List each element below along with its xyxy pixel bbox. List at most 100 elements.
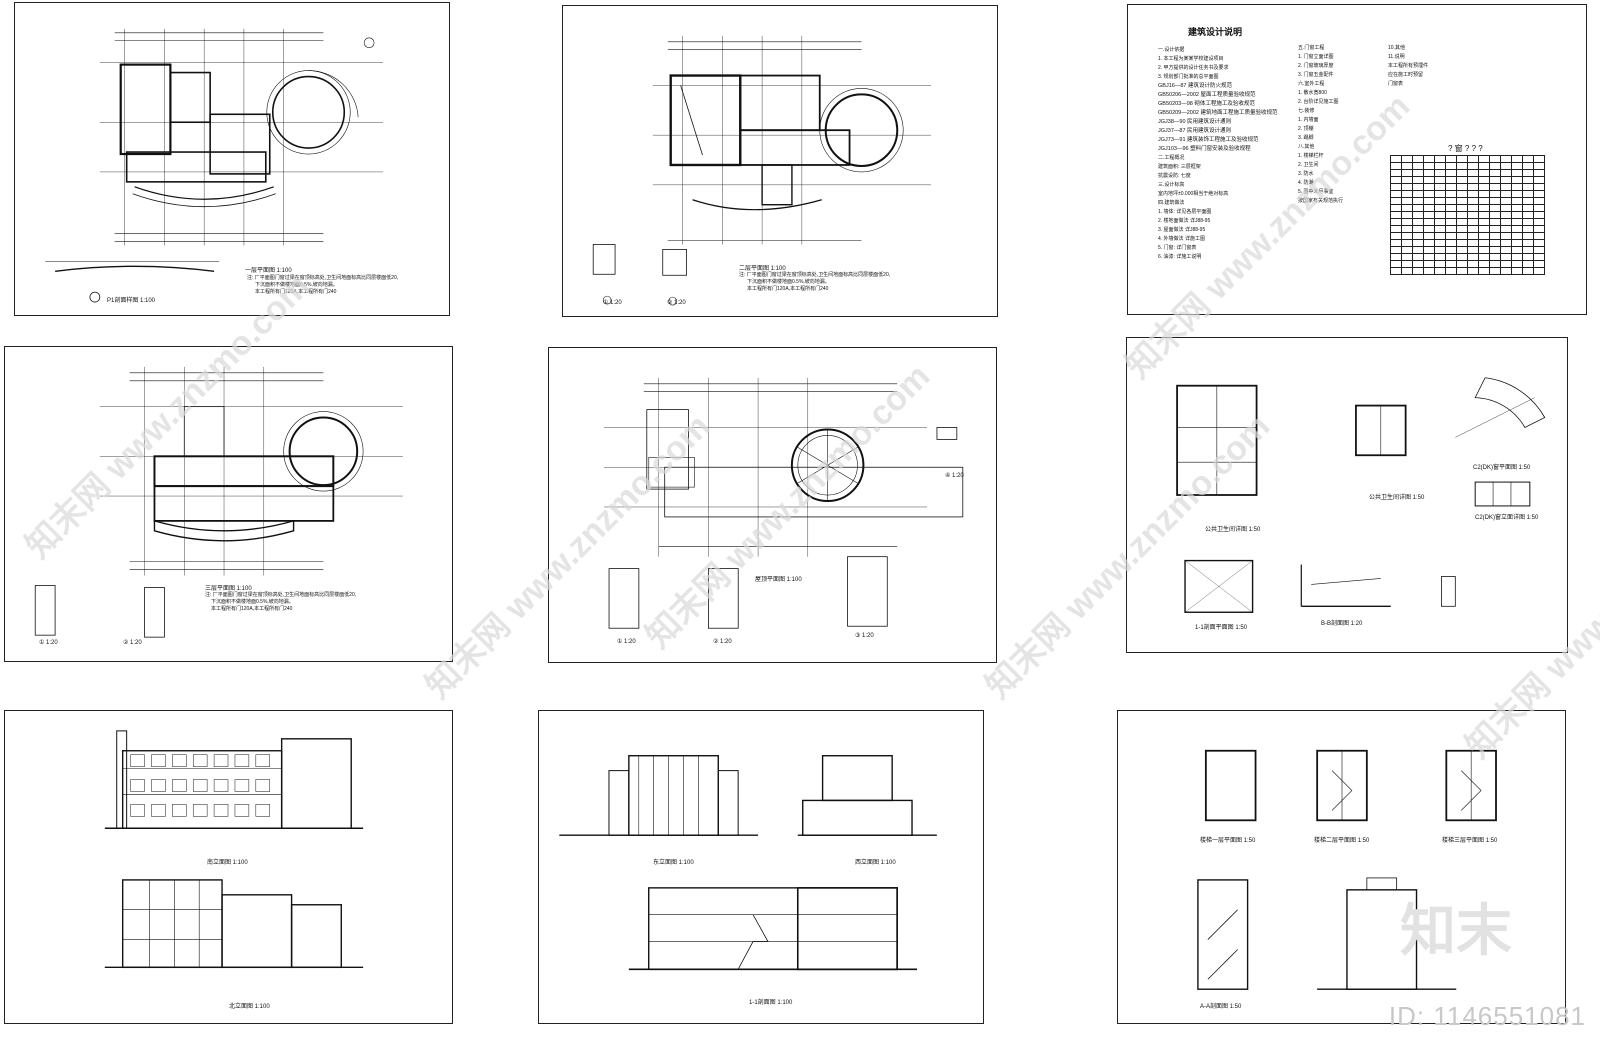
design-note-line: GBJ16—87 建筑设计防火规范 [1158,83,1232,89]
design-note-line: GB50206—2002 屋面工程质量验收规范 [1158,92,1256,98]
roof-detail-4: ④ 1:20 [945,473,964,479]
asset-id-label: ID: 1146551081 [1388,1001,1586,1031]
floor3-detail-2: ② 1:20 [123,640,142,646]
floor2-detail-2: ② 1:20 [667,300,686,306]
floor2-plan-note-2: 下沉面积不做楼地面0.5%,坡向地漏。 [747,279,830,285]
toilet-detail-caption-2: 公共卫生间详图 1:50 [1369,495,1425,501]
design-note-line: 1. 散水宽800 [1298,90,1327,96]
west-elevation-title: 西立面图 1:100 [855,860,896,866]
design-note-line: 2. 卫生间 [1298,162,1319,168]
sheet-stair-details: 楼梯一层平面图 1:50 楼梯二层平面图 1:50 楼梯三层平面图 1:50 A… [1117,710,1566,1024]
south-north-elevations-drawing [104,730,364,969]
floor3-plan-note-3: 本工程所有门120A,本工程所有门240 [211,606,293,612]
roof-detail-1: ① 1:20 [617,639,636,645]
roof-detail-2: ② 1:20 [713,639,732,645]
design-note-line: 五.门窗工程 [1298,45,1325,51]
design-note-line: 3. 防水 [1298,171,1314,177]
east-west-elevations-drawing [559,755,937,971]
design-note-line: GB50209—2002 建筑地面工程施工质量验收规范 [1158,110,1278,116]
north-elevation-title: 北立面图 1:100 [229,1004,270,1010]
design-note-line: 三.设计标高 [1158,182,1185,188]
design-note-line: 3. 规划部门批准的总平面图 [1158,74,1219,80]
stair-plan-floor2-caption: 楼梯二层平面图 1:50 [1314,838,1370,844]
floor2-plan-drawing [592,35,932,306]
design-notes-heading: 建筑设计说明 [1188,27,1243,37]
door-window-table-title: ? 窗 ? ? ? [1448,144,1483,153]
section-1-1-title: 1-1剖面图 1:100 [749,1000,793,1006]
design-note-line: 1. 门窗立面详图 [1298,54,1334,60]
design-note-line: JGJ37—87 民用建筑设计通则 [1158,128,1232,134]
design-note-line: 2. 台阶详见施工图 [1298,99,1339,105]
design-note-line: 1. 楼梯栏杆 [1298,153,1324,159]
design-note-line: 二.工程概况 [1158,155,1185,161]
design-note-line: 按国家有关规范执行 [1298,198,1344,204]
design-note-line: 六.室外工程 [1298,81,1325,87]
floor1-plan-note-2: 下沉面积不做楼地面0.5%,坡向地漏。 [255,282,338,288]
sheet-roof-plan: 屋顶平面图 1:100 ① 1:20 ② 1:20 ③ 1:20 ④ 1:20 [548,347,997,663]
toilet-section-caption: 1-1剖面平面图 1:50 [1195,625,1248,631]
stair-section-caption: A-A剖面图 1:50 [1200,1004,1242,1010]
floor3-plan-title: 三层平面图 1:100 [205,586,252,592]
design-note-line: JGJ73—91 建筑装饰工程施工及验收规范 [1158,137,1259,143]
design-note-line: 1. 内墙面 [1298,117,1319,123]
design-note-line: 4. 防潮 [1298,180,1314,186]
roof-detail-3: ③ 1:20 [855,633,874,639]
design-note-line: 八.其他 [1298,144,1315,150]
design-note-line: 2. 门窗玻璃厚度 [1298,63,1334,69]
design-note-line: 10.其他 [1388,45,1405,51]
window-elevation-caption: C2(DK)窗立面详图 1:50 [1475,515,1539,521]
design-note-line: 四.建筑做法 [1158,200,1185,206]
floor1-plan-title: 一层平面图 1:100 [245,268,292,274]
roof-plan-drawing [604,377,964,629]
design-note-line: 6. 油漆: 详施工说明 [1158,254,1202,260]
design-note-line: 抗震设防: 七度 [1158,173,1191,179]
floor1-plan-note-1: 注: 厂平面图门窗过梁在窗顶标高处,卫生间地面标高比同层楼面低20, [247,275,399,281]
toilet-details-drawing [1176,377,1546,613]
south-elevation-title: 南立面图 1:100 [207,860,248,866]
sheet-plan-floor1: 一层平面图 1:100 注: 厂平面图门窗过梁在窗顶标高处,卫生间地面标高比同层… [14,2,450,316]
design-note-line: 3. 门窗五金配件 [1298,72,1334,78]
floor3-detail-1: ① 1:20 [39,640,58,646]
design-note-line: 3. 踢脚 [1298,135,1314,141]
design-note-line: 3. 屋面做法 详J88-95 [1158,227,1206,233]
door-window-table [1390,155,1545,275]
stair-details-drawing [1197,749,1497,990]
sheet-plan-floor3: 三层平面图 1:100 注: 厂平面图门窗过梁在窗顶标高处,卫生间地面标高比同层… [4,346,453,662]
b-b-section-caption: B-B剖面图 1:20 [1321,621,1363,627]
design-note-line: GB50203—98 砌体工程施工及验收规范 [1158,101,1255,107]
floor2-plan-note-3: 本工程所有门120A,本工程所有门240 [747,286,829,292]
sheet-design-notes: 建筑设计说明 一.设计依据 1. 本工程为某某学校建设项目 2. 甲方提供的设计任务… [1127,4,1587,315]
floor2-detail-1: ① 1:20 [603,300,622,306]
roof-plan-title: 屋顶平面图 1:100 [755,577,802,583]
sheet-elevations-east-west: 东立面图 1:100 西立面图 1:100 1-1剖面图 1:100 [538,710,984,1024]
floor3-plan-note-1: 注: 厂平面图门窗过梁在窗顶标高处,卫生间地面标高比同层楼面低20, [205,592,357,598]
design-note-line: 2. 顶棚 [1298,126,1314,132]
design-note-line: 七.装修 [1298,108,1315,114]
design-note-line: JGJ38—90 民用建筑设计通则 [1158,119,1232,125]
stair-plan-floor3-caption: 楼梯三层平面图 1:50 [1442,838,1498,844]
design-note-line: 建筑面积: 三层框架 [1158,164,1201,170]
floor1-plan-note-3: 本工程所有门120A,本工程所有门240 [255,289,337,295]
design-note-line: 门窗表 [1388,81,1404,87]
design-note-line: JGJ103—96 塑料门窗安装及验收规程 [1158,146,1251,152]
east-elevation-title: 东立面图 1:100 [653,860,694,866]
design-note-line: 2. 楼地面做法 详J88-95 [1158,218,1211,224]
design-note-line: 5. 门窗: 详门窗表 [1158,245,1197,251]
design-note-line: 11.说明 [1388,54,1405,60]
sheet-toilet-details: 公共卫生间详图 1:50 公共卫生间详图 1:50 C2(DK)窗平面图 1:5… [1126,337,1568,653]
floor2-plan-title: 二层平面图 1:100 [739,266,786,272]
floor1-plan-drawing [45,28,384,303]
design-note-line: 1. 墙体: 详见各层平面图 [1158,209,1212,215]
design-note-line: 2. 甲方提供的设计任务书及要求 [1158,65,1229,71]
sheet-elevations-south-north: 南立面图 1:100 北立面图 1:100 [4,710,453,1024]
sheet-plan-floor2: 二层平面图 1:100 注: 厂平面图门窗过梁在窗顶标高处,卫生间地面标高比同层… [562,5,998,317]
toilet-detail-caption-1: 公共卫生间详图 1:50 [1205,527,1261,533]
design-note-line: 1. 本工程为某某学校建设项目 [1158,56,1224,62]
design-note-line: 本工程所有预埋件 [1388,63,1429,69]
design-note-line: 应在施工时预留 [1388,72,1424,78]
design-note-line: 一.设计依据 [1158,47,1185,53]
floor2-plan-note-1: 注: 厂平面图门窗过梁在窗顶标高处,卫生间地面标高比同层楼面低20, [739,272,891,278]
design-note-line: 室内地坪±0.000相当于绝对标高 [1158,191,1229,197]
floor3-plan-drawing [34,366,403,638]
floor3-plan-note-2: 下沉面积不做楼地面0.5%,坡向地漏。 [211,599,294,605]
